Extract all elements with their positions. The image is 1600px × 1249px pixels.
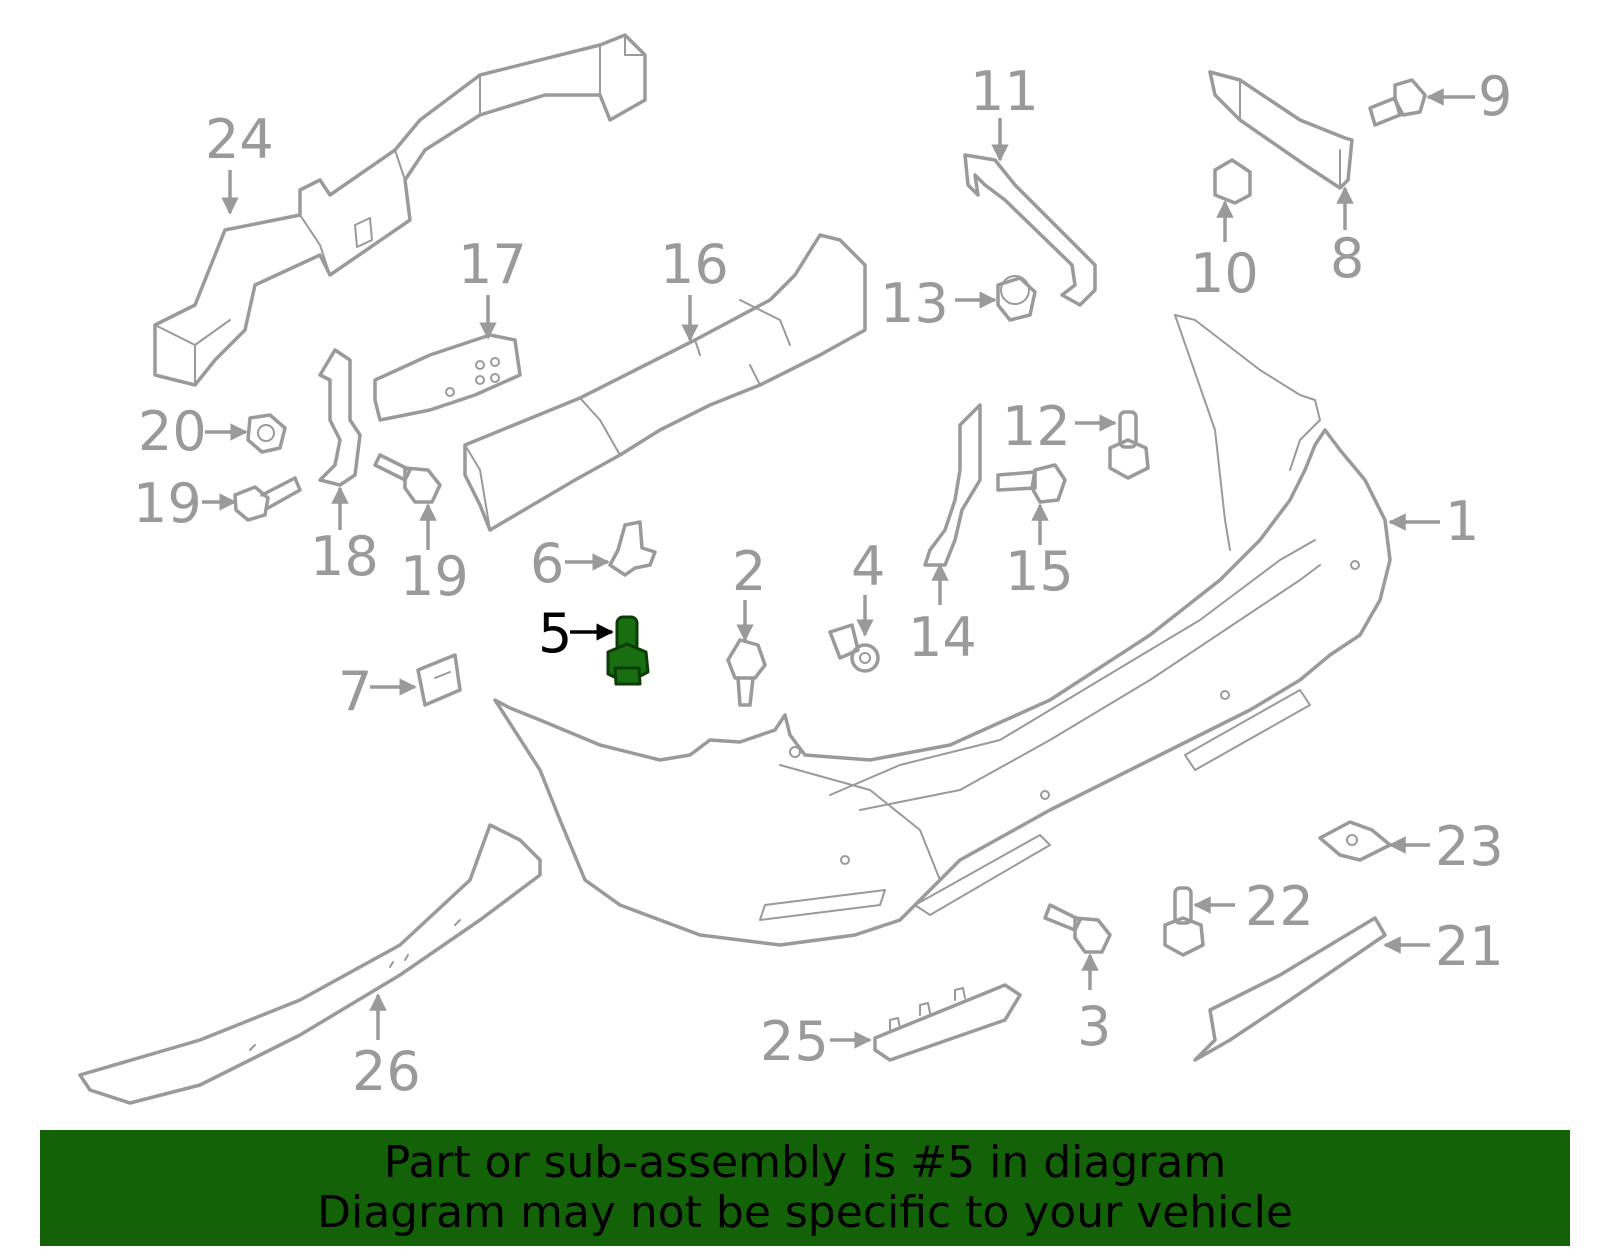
part-19-bolt-left (233, 476, 302, 522)
callout-19-left: 19 (133, 472, 202, 535)
callout-13: 13 (880, 272, 949, 335)
callout-10: 10 (1190, 242, 1259, 305)
callout-4: 4 (851, 535, 885, 598)
part-22-bolt (1163, 886, 1205, 957)
part-23-nut (1318, 820, 1392, 862)
part-7-clip (416, 653, 462, 707)
part-18-bracket (318, 348, 362, 487)
leader-lines (202, 88, 1475, 1049)
part-13-nut (996, 275, 1037, 322)
part-21-molding (1193, 916, 1387, 1062)
callout-25: 25 (760, 1010, 829, 1073)
part-20-nut (246, 413, 287, 454)
part-25-reflector (873, 983, 1022, 1062)
part-19-bolt-center (373, 453, 442, 504)
callout-22: 22 (1245, 875, 1314, 938)
part-12-bolt (1108, 410, 1150, 480)
part-2-push-pin (726, 638, 767, 707)
callout-6: 6 (530, 532, 564, 595)
part-15-bolt (996, 463, 1067, 504)
callout-19-center: 19 (400, 545, 469, 608)
callout-15: 15 (1005, 540, 1074, 603)
callout-20: 20 (138, 400, 207, 463)
callout-7: 7 (338, 660, 372, 723)
callout-23: 23 (1435, 815, 1504, 878)
callout-11: 11 (970, 60, 1039, 123)
banner-line-2: Diagram may not be specific to your vehi… (317, 1187, 1293, 1238)
callout-labels: 1 2 3 4 5 6 7 8 9 10 11 12 13 14 15 16 1… (133, 60, 1512, 1103)
callout-12: 12 (1002, 395, 1071, 458)
part-1-bumper-cover (493, 314, 1392, 947)
part-3-bolt (1043, 903, 1112, 954)
part-5-bolt-highlighted (606, 615, 650, 686)
part-17-bracket (373, 333, 522, 422)
callout-9: 9 (1478, 65, 1512, 128)
part-14-bracket (923, 403, 982, 567)
part-4-clip (828, 623, 880, 673)
callout-1: 1 (1445, 490, 1479, 553)
callout-3: 3 (1077, 995, 1111, 1058)
part-8-strip (1208, 70, 1354, 190)
part-16-reinforcement (463, 233, 867, 532)
callout-5: 5 (538, 602, 572, 665)
parts-diagram: 1 2 3 4 5 6 7 8 9 10 11 12 13 14 15 16 1… (78, 33, 1512, 1105)
callout-21: 21 (1435, 915, 1504, 978)
part-10-clip (1213, 158, 1252, 205)
callout-24: 24 (205, 108, 274, 171)
part-26-lower-trim (78, 823, 542, 1105)
part-11-bracket (963, 153, 1097, 307)
part-9-bolt (1368, 78, 1427, 127)
part-6-clip (608, 520, 657, 577)
part-24-side-member (153, 33, 647, 387)
callout-18: 18 (310, 525, 379, 588)
callout-26: 26 (352, 1040, 421, 1103)
callout-8: 8 (1330, 227, 1364, 290)
callout-17: 17 (458, 233, 527, 296)
callout-2: 2 (732, 540, 766, 603)
info-banner: Part or sub-assembly is #5 in diagram Di… (40, 1130, 1570, 1246)
callout-14: 14 (908, 606, 977, 669)
callout-16: 16 (660, 233, 729, 296)
banner-line-1: Part or sub-assembly is #5 in diagram (383, 1137, 1227, 1188)
